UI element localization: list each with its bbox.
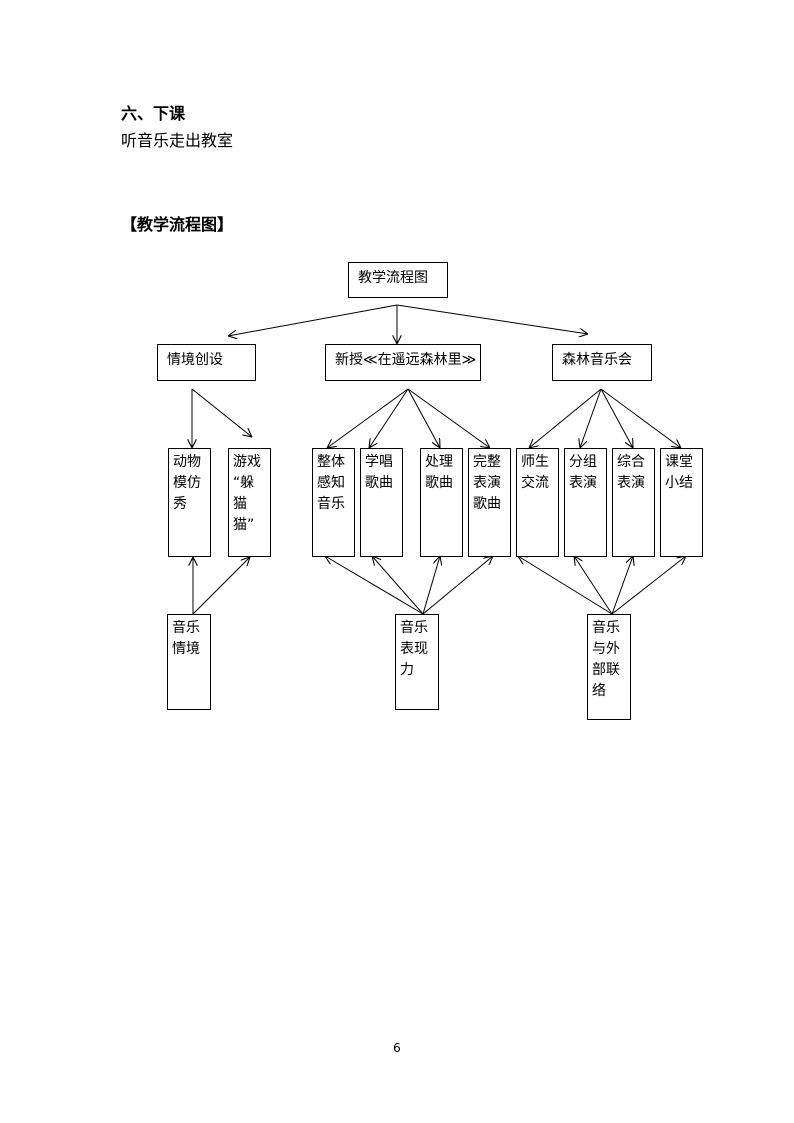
step-box-2: 游戏 “躲 猫 猫” (228, 448, 271, 557)
step-box-4: 学唱 歌曲 (360, 448, 403, 557)
goal-box-3: 音乐 与外 部联 络 (587, 614, 631, 720)
arrow-goal-3-to-step-10 (611, 556, 686, 615)
arrow-goal-3-to-step-7 (518, 556, 613, 615)
arrow-stage-2-to-step-6 (407, 388, 490, 448)
arrow-goal-3-to-step-9 (611, 556, 633, 615)
arrow-stage-3-to-step-8 (580, 388, 602, 448)
arrow-goal-3-to-step-8 (574, 556, 613, 615)
stage-box-2: 新授≪在遥远森林里≫ (325, 344, 481, 381)
step-box-6: 完整 表演 歌曲 (468, 448, 511, 557)
section-text: 听音乐走出教室 (121, 131, 234, 150)
step-box-10: 课堂 小结 (660, 448, 703, 557)
arrow-goal-2-to-step-5 (422, 556, 440, 615)
step-box-5: 处理 歌曲 (420, 448, 463, 557)
arrow-goal-1-to-step-2 (192, 557, 250, 615)
arrow-goal-2-to-step-4 (372, 556, 424, 615)
stage-box-3: 森林音乐会 (552, 344, 652, 381)
arrow-stage-3-to-step-10 (600, 388, 681, 448)
step-box-3: 整体 感知 音乐 (312, 448, 355, 557)
arrow-stage-3-to-step-9 (600, 388, 633, 448)
arrow-stage-2-to-step-5 (407, 388, 440, 448)
arrow-root-to-stage-1 (228, 304, 398, 336)
flowchart-title: 【教学流程图】 (121, 215, 234, 234)
section-heading: 六、下课 (121, 104, 186, 123)
step-box-7: 师生 交流 (516, 448, 559, 557)
arrow-goal-2-to-step-6 (422, 556, 493, 615)
root-box: 教学流程图 (348, 262, 448, 298)
stage-box-1: 情境创设 (157, 344, 256, 381)
step-box-1: 动物 模仿 秀 (168, 448, 211, 557)
arrow-goal-2-to-step-3 (325, 556, 424, 615)
page-number: 6 (393, 1041, 401, 1055)
step-box-9: 综合 表演 (612, 448, 655, 557)
goal-box-2: 音乐 表现 力 (395, 614, 439, 710)
goal-box-1: 音乐 情境 (167, 614, 211, 710)
arrow-stage-2-to-step-4 (369, 388, 409, 448)
arrow-root-to-stage-3 (396, 304, 588, 334)
step-box-8: 分组 表演 (564, 448, 607, 557)
arrow-stage-3-to-step-7 (529, 388, 602, 448)
arrow-stage-2-to-step-3 (327, 388, 409, 448)
arrow-stage-1-to-step-2 (191, 388, 252, 437)
